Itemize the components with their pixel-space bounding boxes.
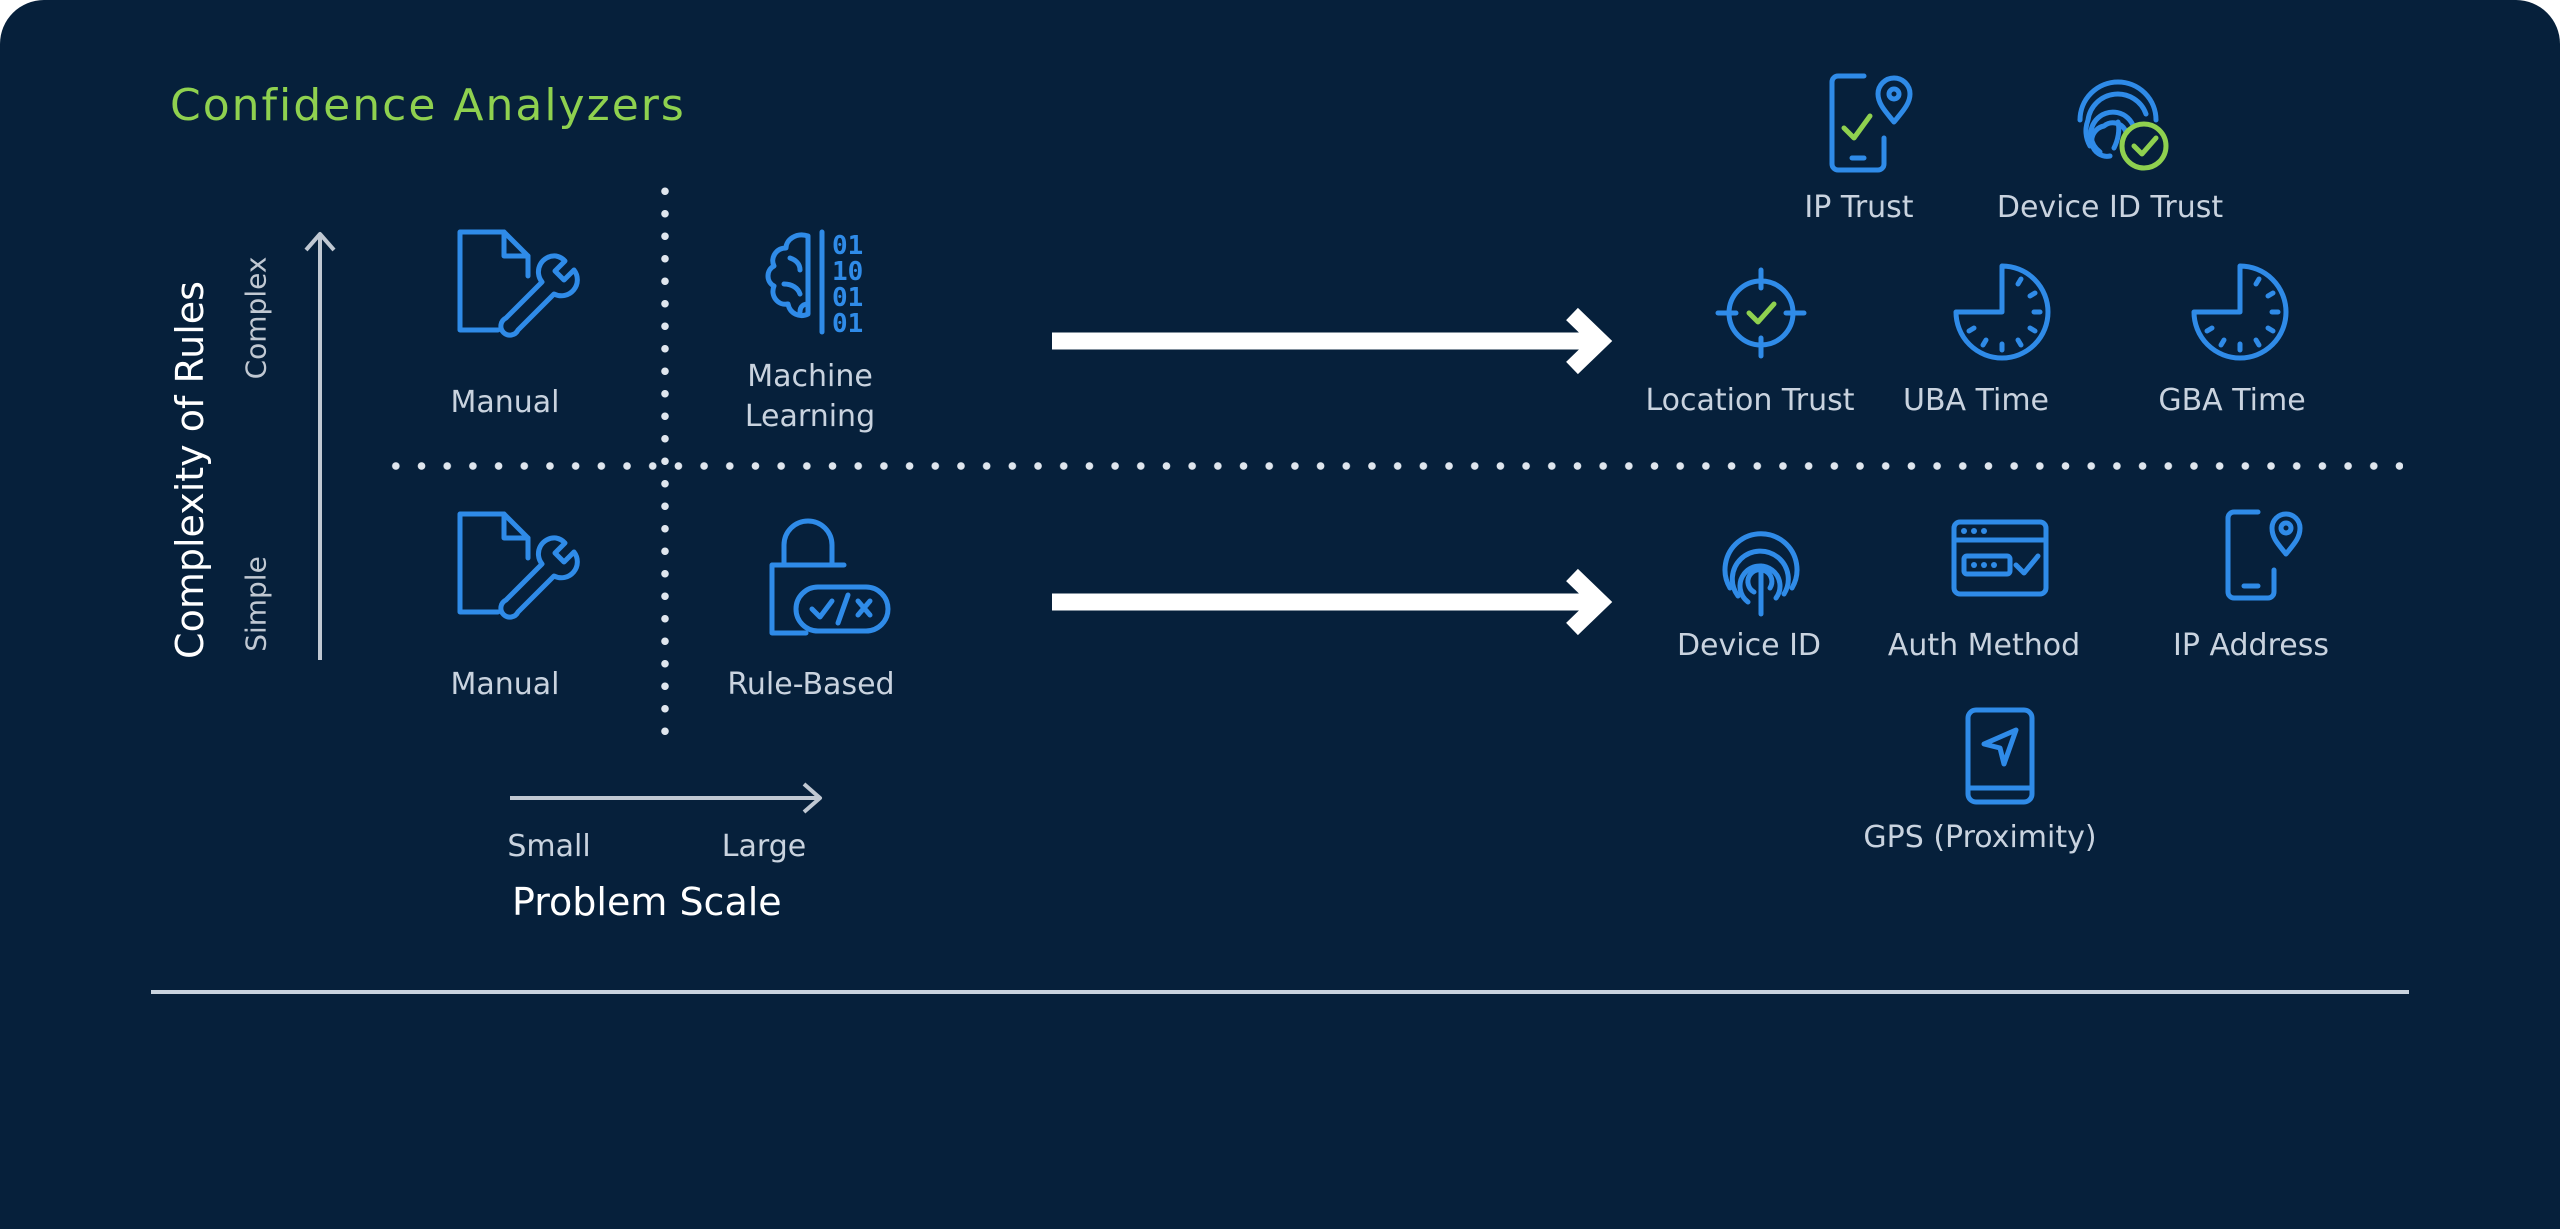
- x-axis-high-label: Large: [721, 829, 807, 864]
- x-axis-low-label: Small: [507, 829, 591, 864]
- method-label-machine-learning-2: Learning: [744, 399, 876, 434]
- analyzer-label-location-trust: Location Trust: [1645, 383, 1855, 418]
- phone-pin-icon: [2225, 509, 2303, 601]
- clock-icon: [1953, 263, 2051, 361]
- svg-text:01: 01: [832, 231, 863, 261]
- x-axis-arrow: [510, 782, 822, 814]
- analyzer-label-auth-method: Auth Method: [1887, 628, 2081, 663]
- svg-text:01: 01: [832, 309, 863, 339]
- fingerprint-check-icon: [2077, 79, 2169, 171]
- analyzer-label-ip-address: IP Address: [2173, 628, 2329, 663]
- diagram-title: Confidence Analyzers: [170, 80, 686, 131]
- document-wrench-icon: [457, 511, 580, 620]
- browser-password-icon: [1951, 519, 2049, 597]
- clock-icon: [2191, 263, 2289, 361]
- svg-text:01: 01: [832, 283, 863, 313]
- lock-toggle-icon: [769, 518, 891, 636]
- y-axis-arrow: [304, 232, 336, 660]
- crosshair-check-icon: [1715, 267, 1807, 359]
- analyzer-label-device-id-trust: Device ID Trust: [1996, 190, 2224, 225]
- analyzer-label-ip-trust: IP Trust: [1804, 190, 1914, 225]
- method-label-complex-manual: Manual: [450, 385, 560, 420]
- y-axis-high-label: Complex: [239, 256, 273, 380]
- method-label-machine-learning-1: Machine: [747, 359, 873, 394]
- phone-pin-check-icon: [1829, 73, 1913, 173]
- x-axis-title: Problem Scale: [512, 880, 782, 924]
- analyzer-label-uba-time: UBA Time: [1902, 383, 2050, 418]
- bottom-divider-line: [151, 990, 2409, 994]
- fingerprint-icon: [1722, 531, 1800, 617]
- analyzer-label-gba-time: GBA Time: [2158, 383, 2306, 418]
- method-label-rule-based: Rule-Based: [727, 667, 895, 702]
- y-axis-low-label: Simple: [239, 556, 273, 652]
- complex-flow-arrow: [1052, 307, 1613, 375]
- simple-flow-arrow: [1052, 568, 1613, 636]
- document-wrench-icon: [457, 229, 580, 338]
- analyzer-label-device-id: Device ID: [1676, 628, 1822, 663]
- svg-text:10: 10: [832, 257, 863, 287]
- phone-navigation-icon: [1965, 707, 2035, 805]
- method-label-simple-manual: Manual: [450, 667, 560, 702]
- y-axis-title: Complexity of Rules: [168, 281, 212, 659]
- analyzer-label-gps-proximity: GPS (Proximity): [1863, 820, 2097, 855]
- horizontal-divider: [383, 462, 2403, 470]
- brain-binary-icon: 01 10 01 01: [765, 229, 863, 339]
